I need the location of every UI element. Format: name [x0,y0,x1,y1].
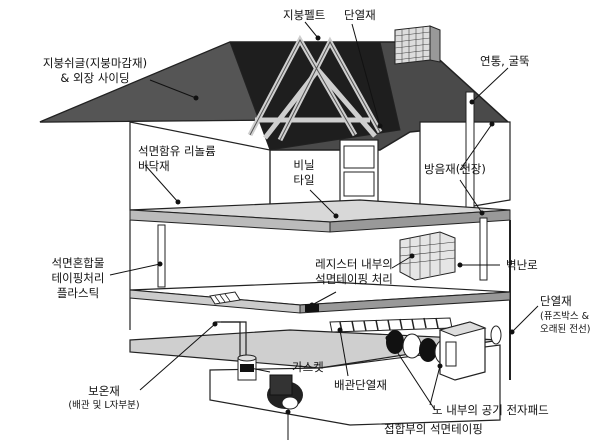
boiler [267,374,303,410]
right-pipe [479,217,488,281]
label-register-line1: 레지스터 내부의 [315,257,393,271]
label-register-line2: 석면테이핑 처리 [315,272,393,286]
upper-wall-right [419,121,511,216]
duct [329,317,453,333]
label-wall-heater: 벽난로 [506,258,538,272]
label-vinyl-line2: 타일 [293,173,315,187]
flue-pipe [465,91,475,223]
label-gasket: 가스켓 [292,360,324,374]
label-flue-chimney: 연통, 굴뚝 [480,54,530,68]
label-floor-tile-line1: 석면함유 리놀륨 [138,144,216,158]
label-floor-tile: 석면함유 리놀륨 바닥재 [138,144,216,174]
door [339,139,379,203]
label-vinyl: 비닐 타일 [286,158,322,188]
leader-dots [157,35,515,415]
gasket-unit [237,354,257,381]
label-vinyl-line1: 비닐 [293,158,315,172]
label-shingles: 지붕쉬글(지붕마감재) & 외장 사이딩 [20,56,170,86]
label-fuse-line2: 오래된 전선) [540,324,591,335]
leader-lines [109,21,539,440]
wall-pipe [157,224,166,288]
boiler-pipes [215,321,247,360]
label-plaster: 석면혼합물 테이핑처리 플라스틱 [38,256,118,301]
register-vent [209,291,241,305]
chimney [394,25,441,65]
label-roof-felt: 지붕펠트 [283,8,326,22]
label-fuse-line1: (퓨즈박스 & [540,311,590,322]
label-fuse: (퓨즈박스 & 오래된 전선) [540,310,590,336]
label-boiler-insul-sub: (배관 및 L자부분) [68,400,140,411]
label-ceiling-acoustic: 방음재(천장) [424,162,486,176]
label-shingles-line2: & 외장 사이딩 [60,71,130,85]
label-insulation-top: 단열재 [344,8,376,22]
label-shingles-line1: 지붕쉬글(지붕마감재) [42,56,148,70]
label-register: 레지스터 내부의 석면테이핑 처리 [306,257,402,287]
roof-trusses-outline [249,38,381,141]
label-pipe-insulation: 배관단열재 [334,378,387,392]
label-floor-tile-line2: 바닥재 [138,159,170,173]
register-black [305,304,319,312]
furnace [438,321,487,381]
label-joint-tape: 접합부의 석면테이핑 [384,422,483,436]
label-plaster-line1: 석면혼합물 [51,256,105,270]
label-plaster-line2: 테이핑처리 [51,271,105,285]
fuse-pipe-end [490,325,502,345]
label-plaster-line3: 플라스틱 [56,286,100,300]
label-boiler-insul-main: 보온재 [88,384,120,398]
wall-heater-bricks [399,231,456,281]
label-boiler-insul: 보온재 (배관 및 L자부분) [56,384,152,412]
label-insulation-right: 단열재 [540,294,572,308]
label-furnace-pad: 노 내부의 공기 전자패드 [432,403,549,417]
